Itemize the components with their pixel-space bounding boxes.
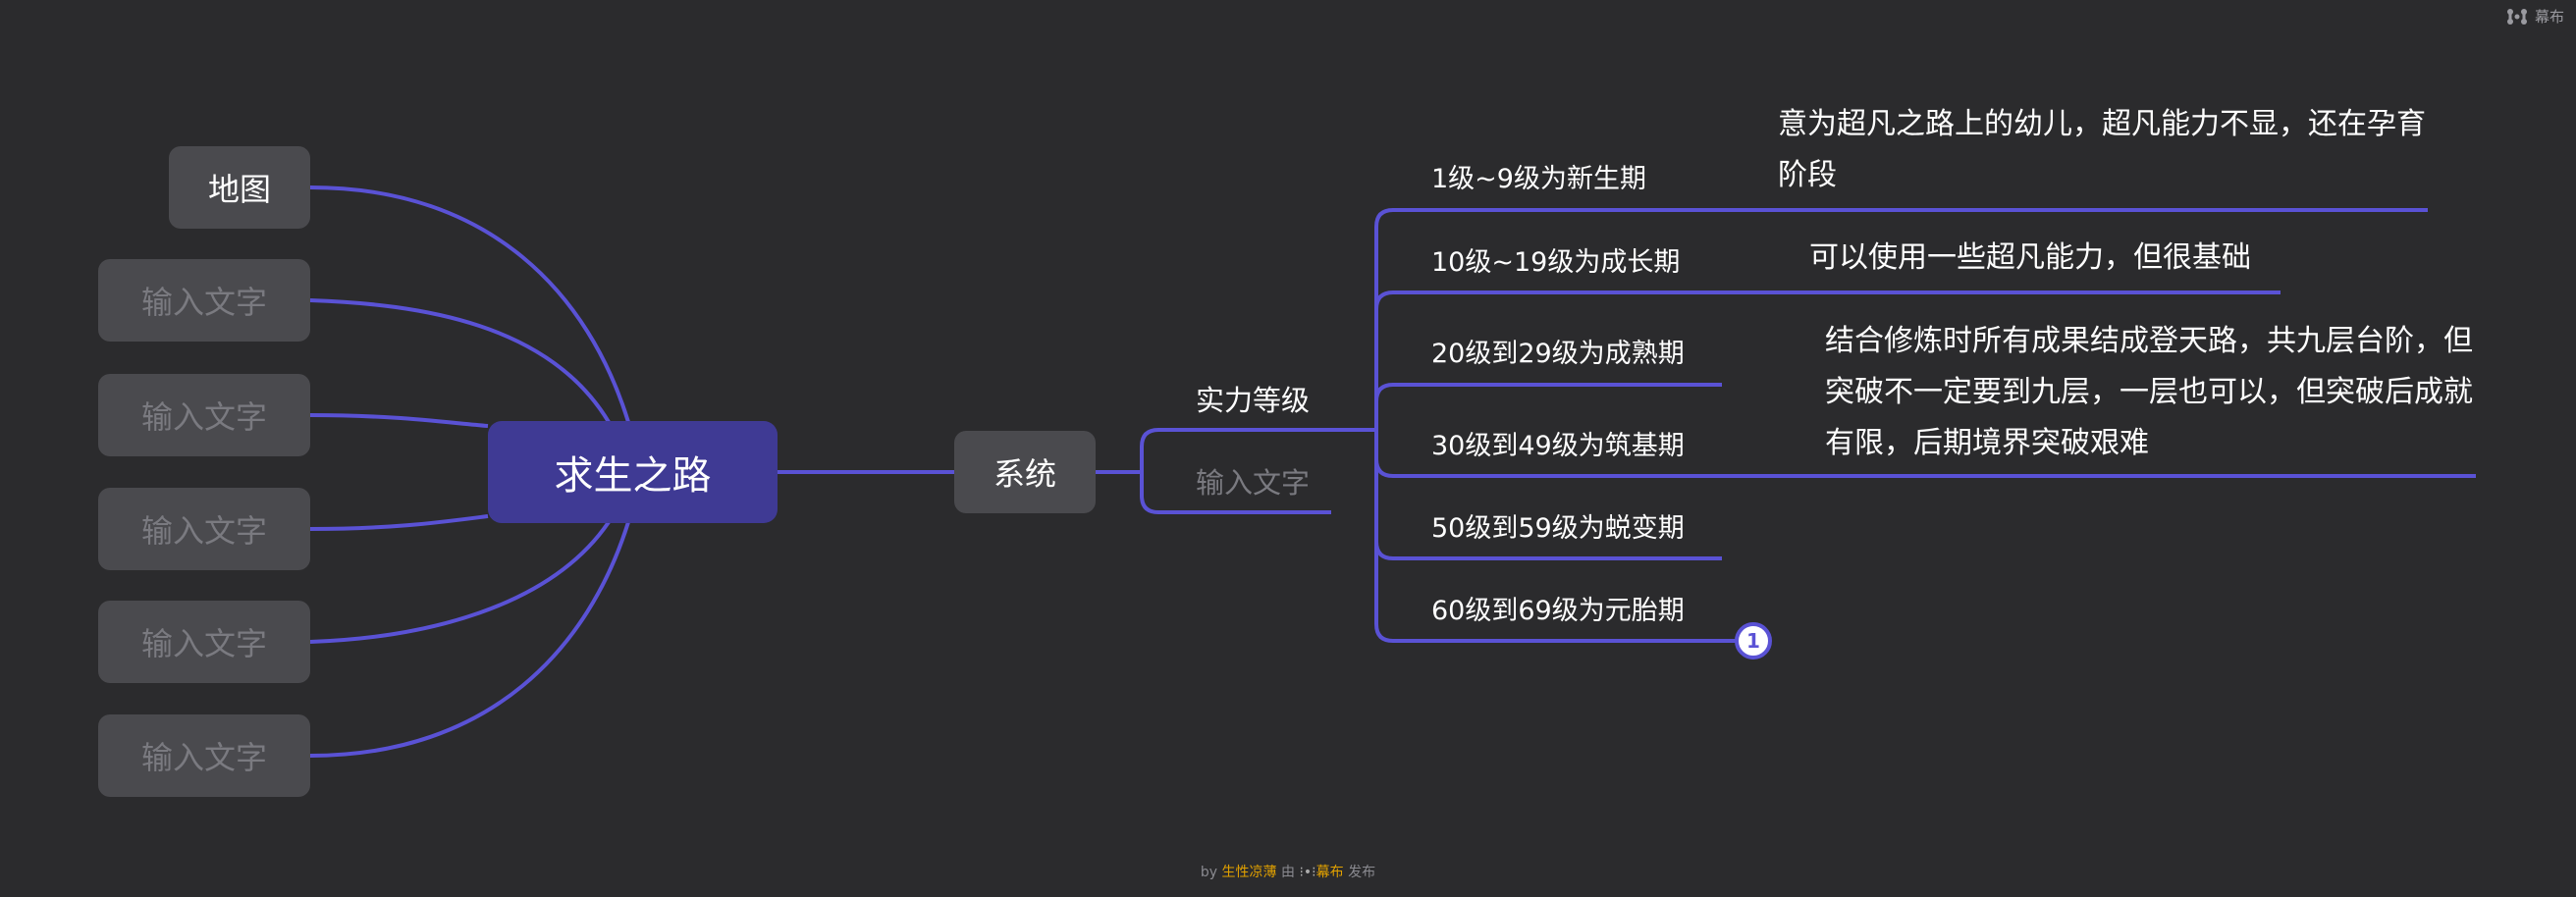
- footer-author[interactable]: 生性凉薄: [1221, 865, 1277, 880]
- node-placeholder[interactable]: 输入文字: [98, 714, 310, 797]
- brand-name: 幕布: [2534, 8, 2564, 26]
- node-placeholder[interactable]: 输入文字: [98, 259, 310, 342]
- node-system[interactable]: 系统: [954, 431, 1096, 513]
- node-map[interactable]: 地图: [169, 146, 310, 229]
- footer-via: 由: [1281, 865, 1295, 880]
- root-node[interactable]: 求生之路: [488, 421, 778, 523]
- node-placeholder[interactable]: 输入文字: [98, 374, 310, 456]
- level-item[interactable]: 1级~9级为新生期: [1431, 164, 1646, 194]
- level-description[interactable]: 意为超凡之路上的幼儿，超凡能力不显，还在孕育阶段: [1778, 107, 2426, 192]
- collapsed-count-badge[interactable]: 1: [1735, 622, 1772, 660]
- level-item[interactable]: 30级到49级为筑基期: [1431, 431, 1685, 461]
- level-item[interactable]: 10级~19级为成长期: [1431, 247, 1681, 278]
- footer: by 生性凉薄 由 ⁝•⁝幕布 发布: [0, 862, 2576, 881]
- node-strength-level[interactable]: 实力等级: [1196, 384, 1311, 417]
- footer-by: by: [1200, 865, 1218, 880]
- mubu-logo-icon: [2506, 8, 2527, 25]
- level-item[interactable]: 60级到69级为元胎期: [1431, 596, 1685, 626]
- mubu-logo-icon: ⁝•⁝: [1299, 865, 1316, 880]
- node-placeholder[interactable]: 输入文字: [98, 601, 310, 683]
- footer-brand[interactable]: 幕布: [1315, 865, 1344, 880]
- brand-mark[interactable]: 幕布: [2506, 6, 2564, 26]
- footer-publish: 发布: [1348, 865, 1376, 880]
- level-item[interactable]: 50级到59级为蜕变期: [1431, 513, 1685, 544]
- level-item[interactable]: 20级到29级为成熟期: [1431, 339, 1685, 369]
- level-description[interactable]: 结合修炼时所有成果结成登天路，共九层台阶，但突破不一定要到九层，一层也可以，但突…: [1825, 324, 2473, 460]
- node-placeholder[interactable]: 输入文字: [1196, 466, 1311, 500]
- node-placeholder[interactable]: 输入文字: [98, 488, 310, 570]
- level-description[interactable]: 可以使用一些超凡能力，但很基础: [1809, 240, 2251, 275]
